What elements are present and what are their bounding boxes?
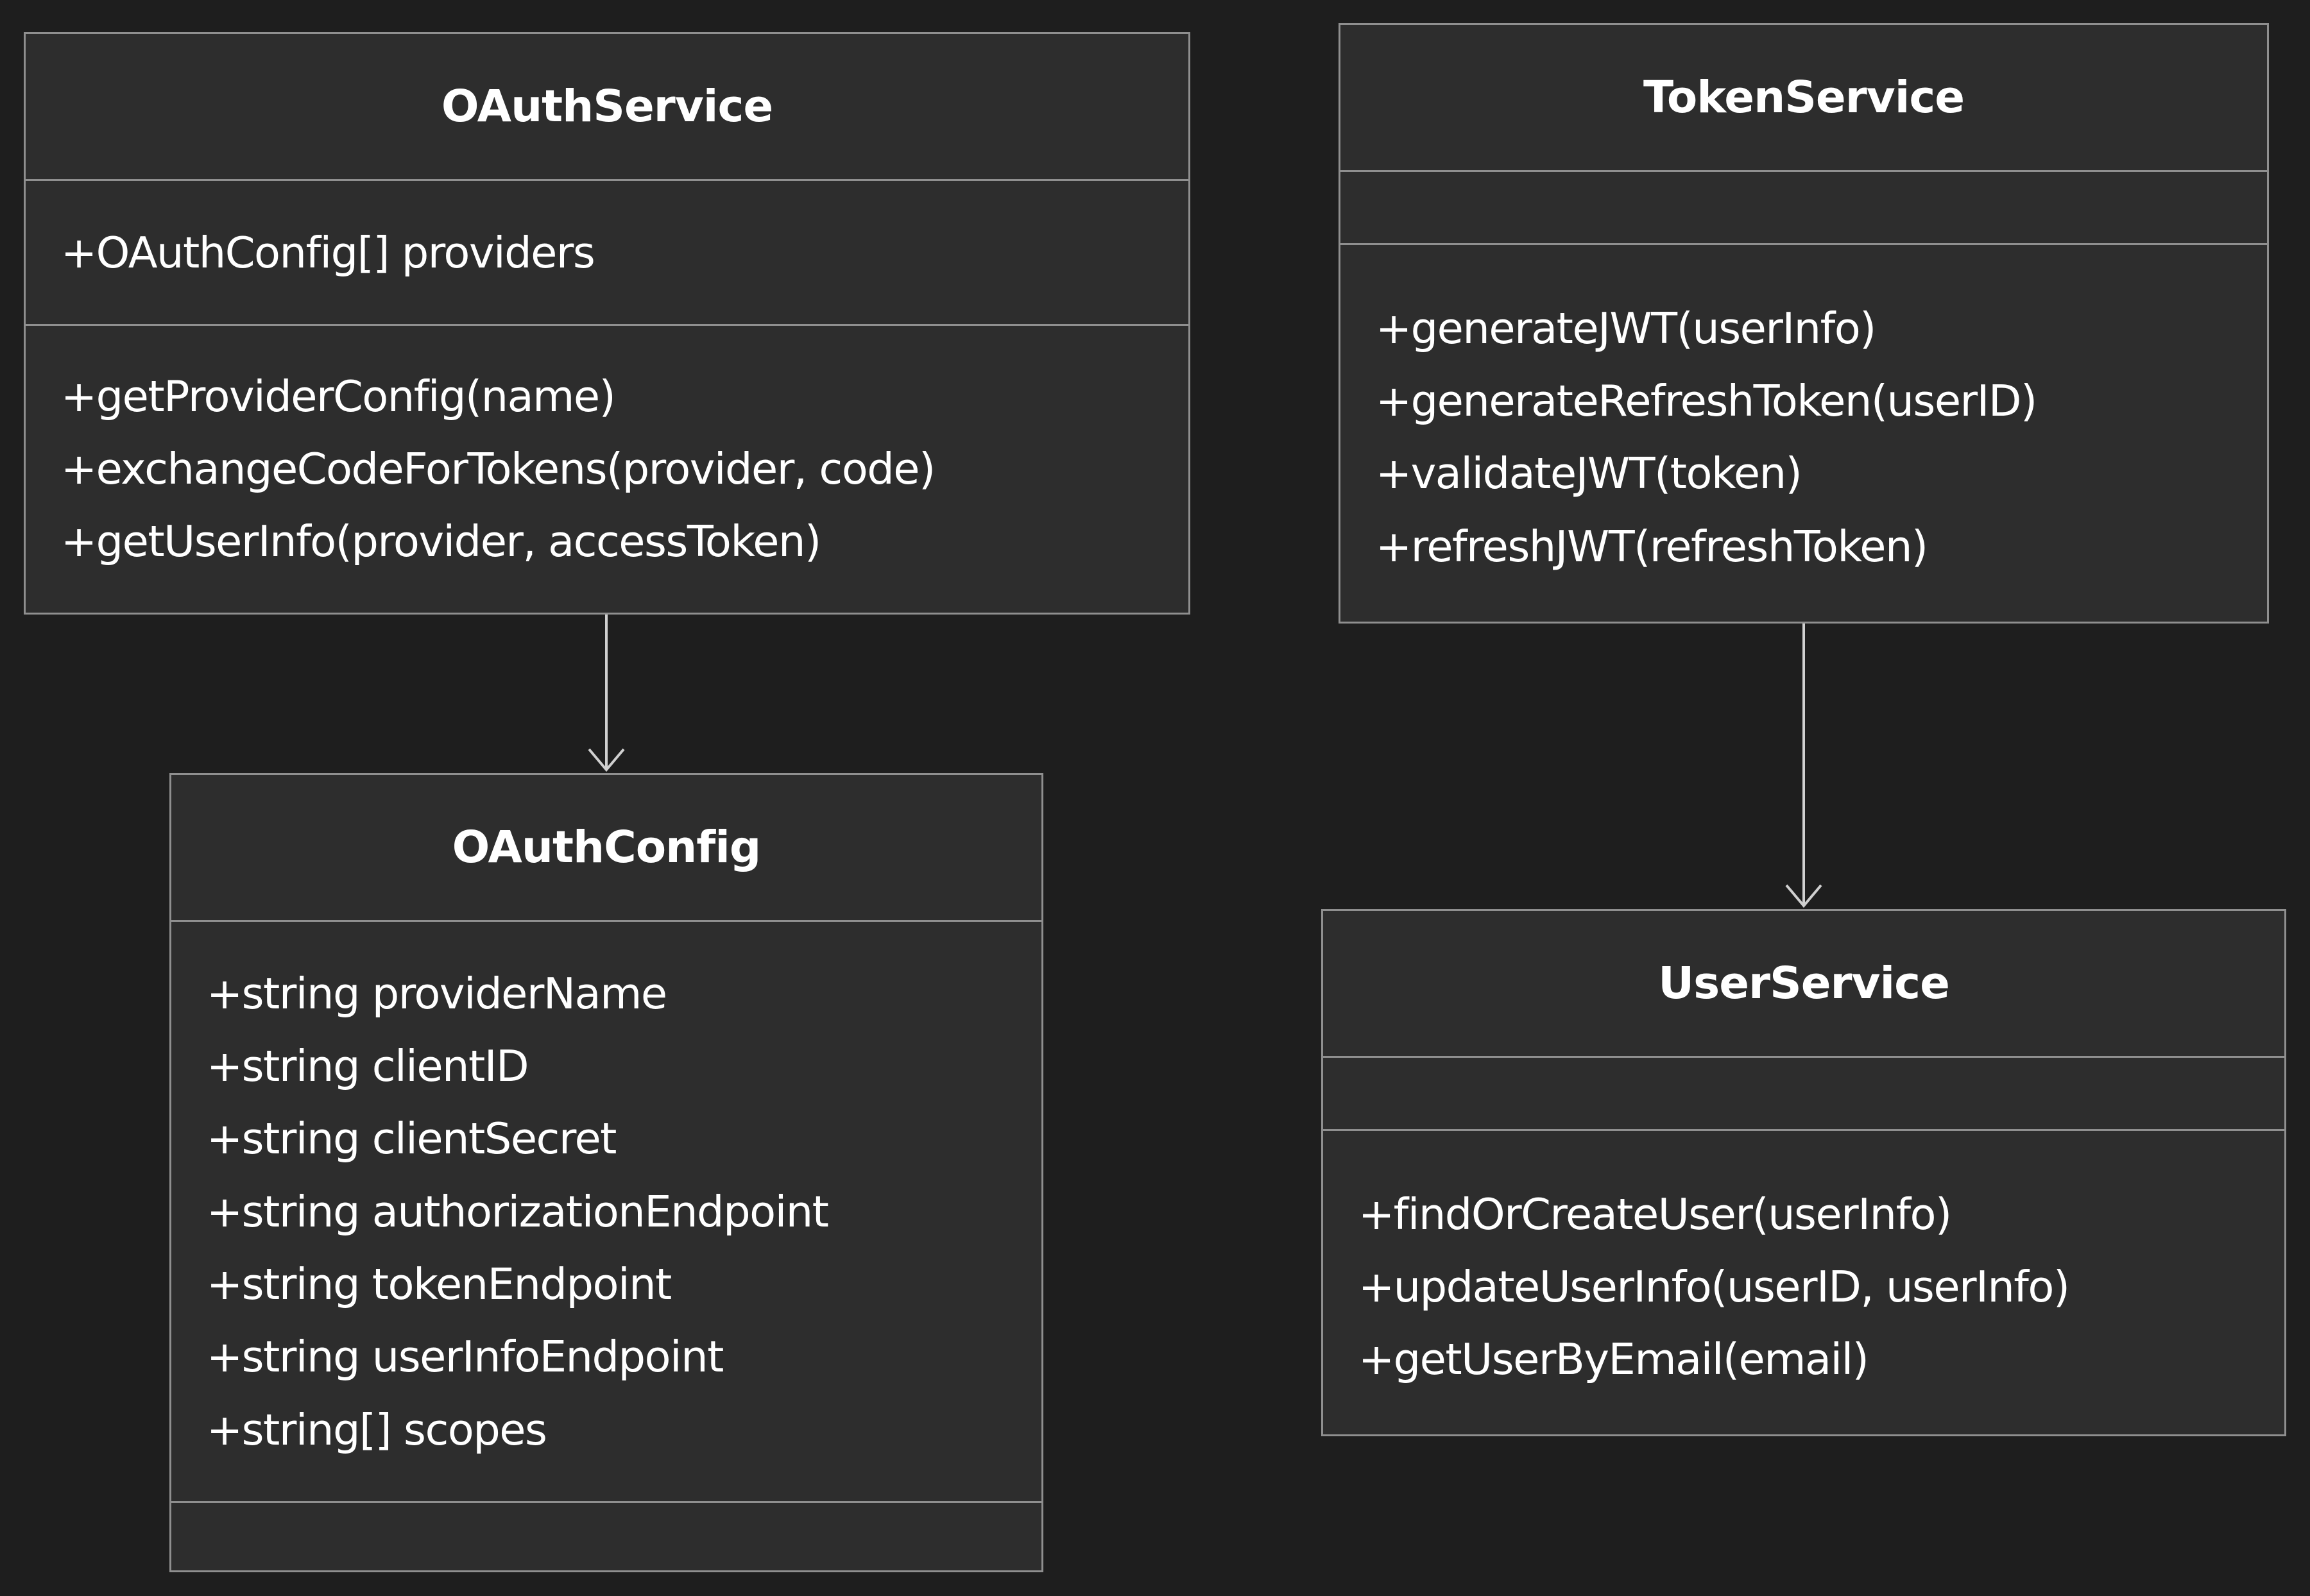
method: +generateRefreshToken(userID) <box>1376 376 2037 426</box>
divider <box>171 920 1041 922</box>
class-oauth-service[interactable]: OAuthService +OAuthConfig[] providers +g… <box>24 32 1190 615</box>
method: +getUserByEmail(email) <box>1358 1334 1869 1384</box>
attribute: +string authorizationEndpoint <box>207 1187 829 1237</box>
attribute: +string[] scopes <box>207 1405 547 1455</box>
class-name: TokenService <box>1643 72 1965 123</box>
divider <box>26 179 1188 181</box>
attribute: +string providerName <box>207 969 667 1019</box>
method: +findOrCreateUser(userInfo) <box>1358 1189 1952 1239</box>
class-oauth-config[interactable]: OAuthConfig +string providerName +string… <box>169 773 1043 1572</box>
edge-oauthservice-to-oauthconfig[interactable] <box>588 615 625 772</box>
divider <box>1340 170 2267 172</box>
class-user-service[interactable]: UserService +findOrCreateUser(userInfo) … <box>1321 909 2286 1436</box>
methods-section: +generateJWT(userInfo) +generateRefreshT… <box>1340 243 2267 625</box>
divider <box>26 324 1188 326</box>
class-name: UserService <box>1658 958 1950 1009</box>
method: +validateJWT(token) <box>1376 448 1802 498</box>
class-token-service[interactable]: TokenService +generateJWT(userInfo) +gen… <box>1339 23 2269 624</box>
class-name: OAuthService <box>441 81 773 132</box>
method: +exchangeCodeForTokens(provider, code) <box>61 444 936 494</box>
divider <box>1340 243 2267 245</box>
edge-tokenservice-to-userservice[interactable] <box>1785 624 1822 908</box>
method: +updateUserInfo(userID, userInfo) <box>1358 1262 2070 1312</box>
method: +getUserInfo(provider, accessToken) <box>61 516 821 566</box>
method: +getProviderConfig(name) <box>61 371 616 421</box>
method: +refreshJWT(refreshToken) <box>1376 522 1928 572</box>
attribute: +OAuthConfig[] providers <box>61 228 595 278</box>
divider <box>1323 1129 2284 1131</box>
attribute: +string userInfoEndpoint <box>207 1332 724 1382</box>
attribute: +string clientSecret <box>207 1114 617 1164</box>
divider <box>171 1501 1041 1503</box>
methods-section: +getProviderConfig(name) +exchangeCodeFo… <box>26 324 1188 616</box>
attributes-section: +OAuthConfig[] providers <box>26 179 1188 324</box>
class-name: OAuthConfig <box>452 822 762 873</box>
methods-section: +findOrCreateUser(userInfo) +updateUserI… <box>1323 1129 2284 1438</box>
method: +generateJWT(userInfo) <box>1376 303 1876 353</box>
attribute: +string clientID <box>207 1041 529 1091</box>
attributes-section: +string providerName +string clientID +s… <box>171 920 1041 1501</box>
divider <box>1323 1056 2284 1058</box>
attribute: +string tokenEndpoint <box>207 1259 672 1309</box>
